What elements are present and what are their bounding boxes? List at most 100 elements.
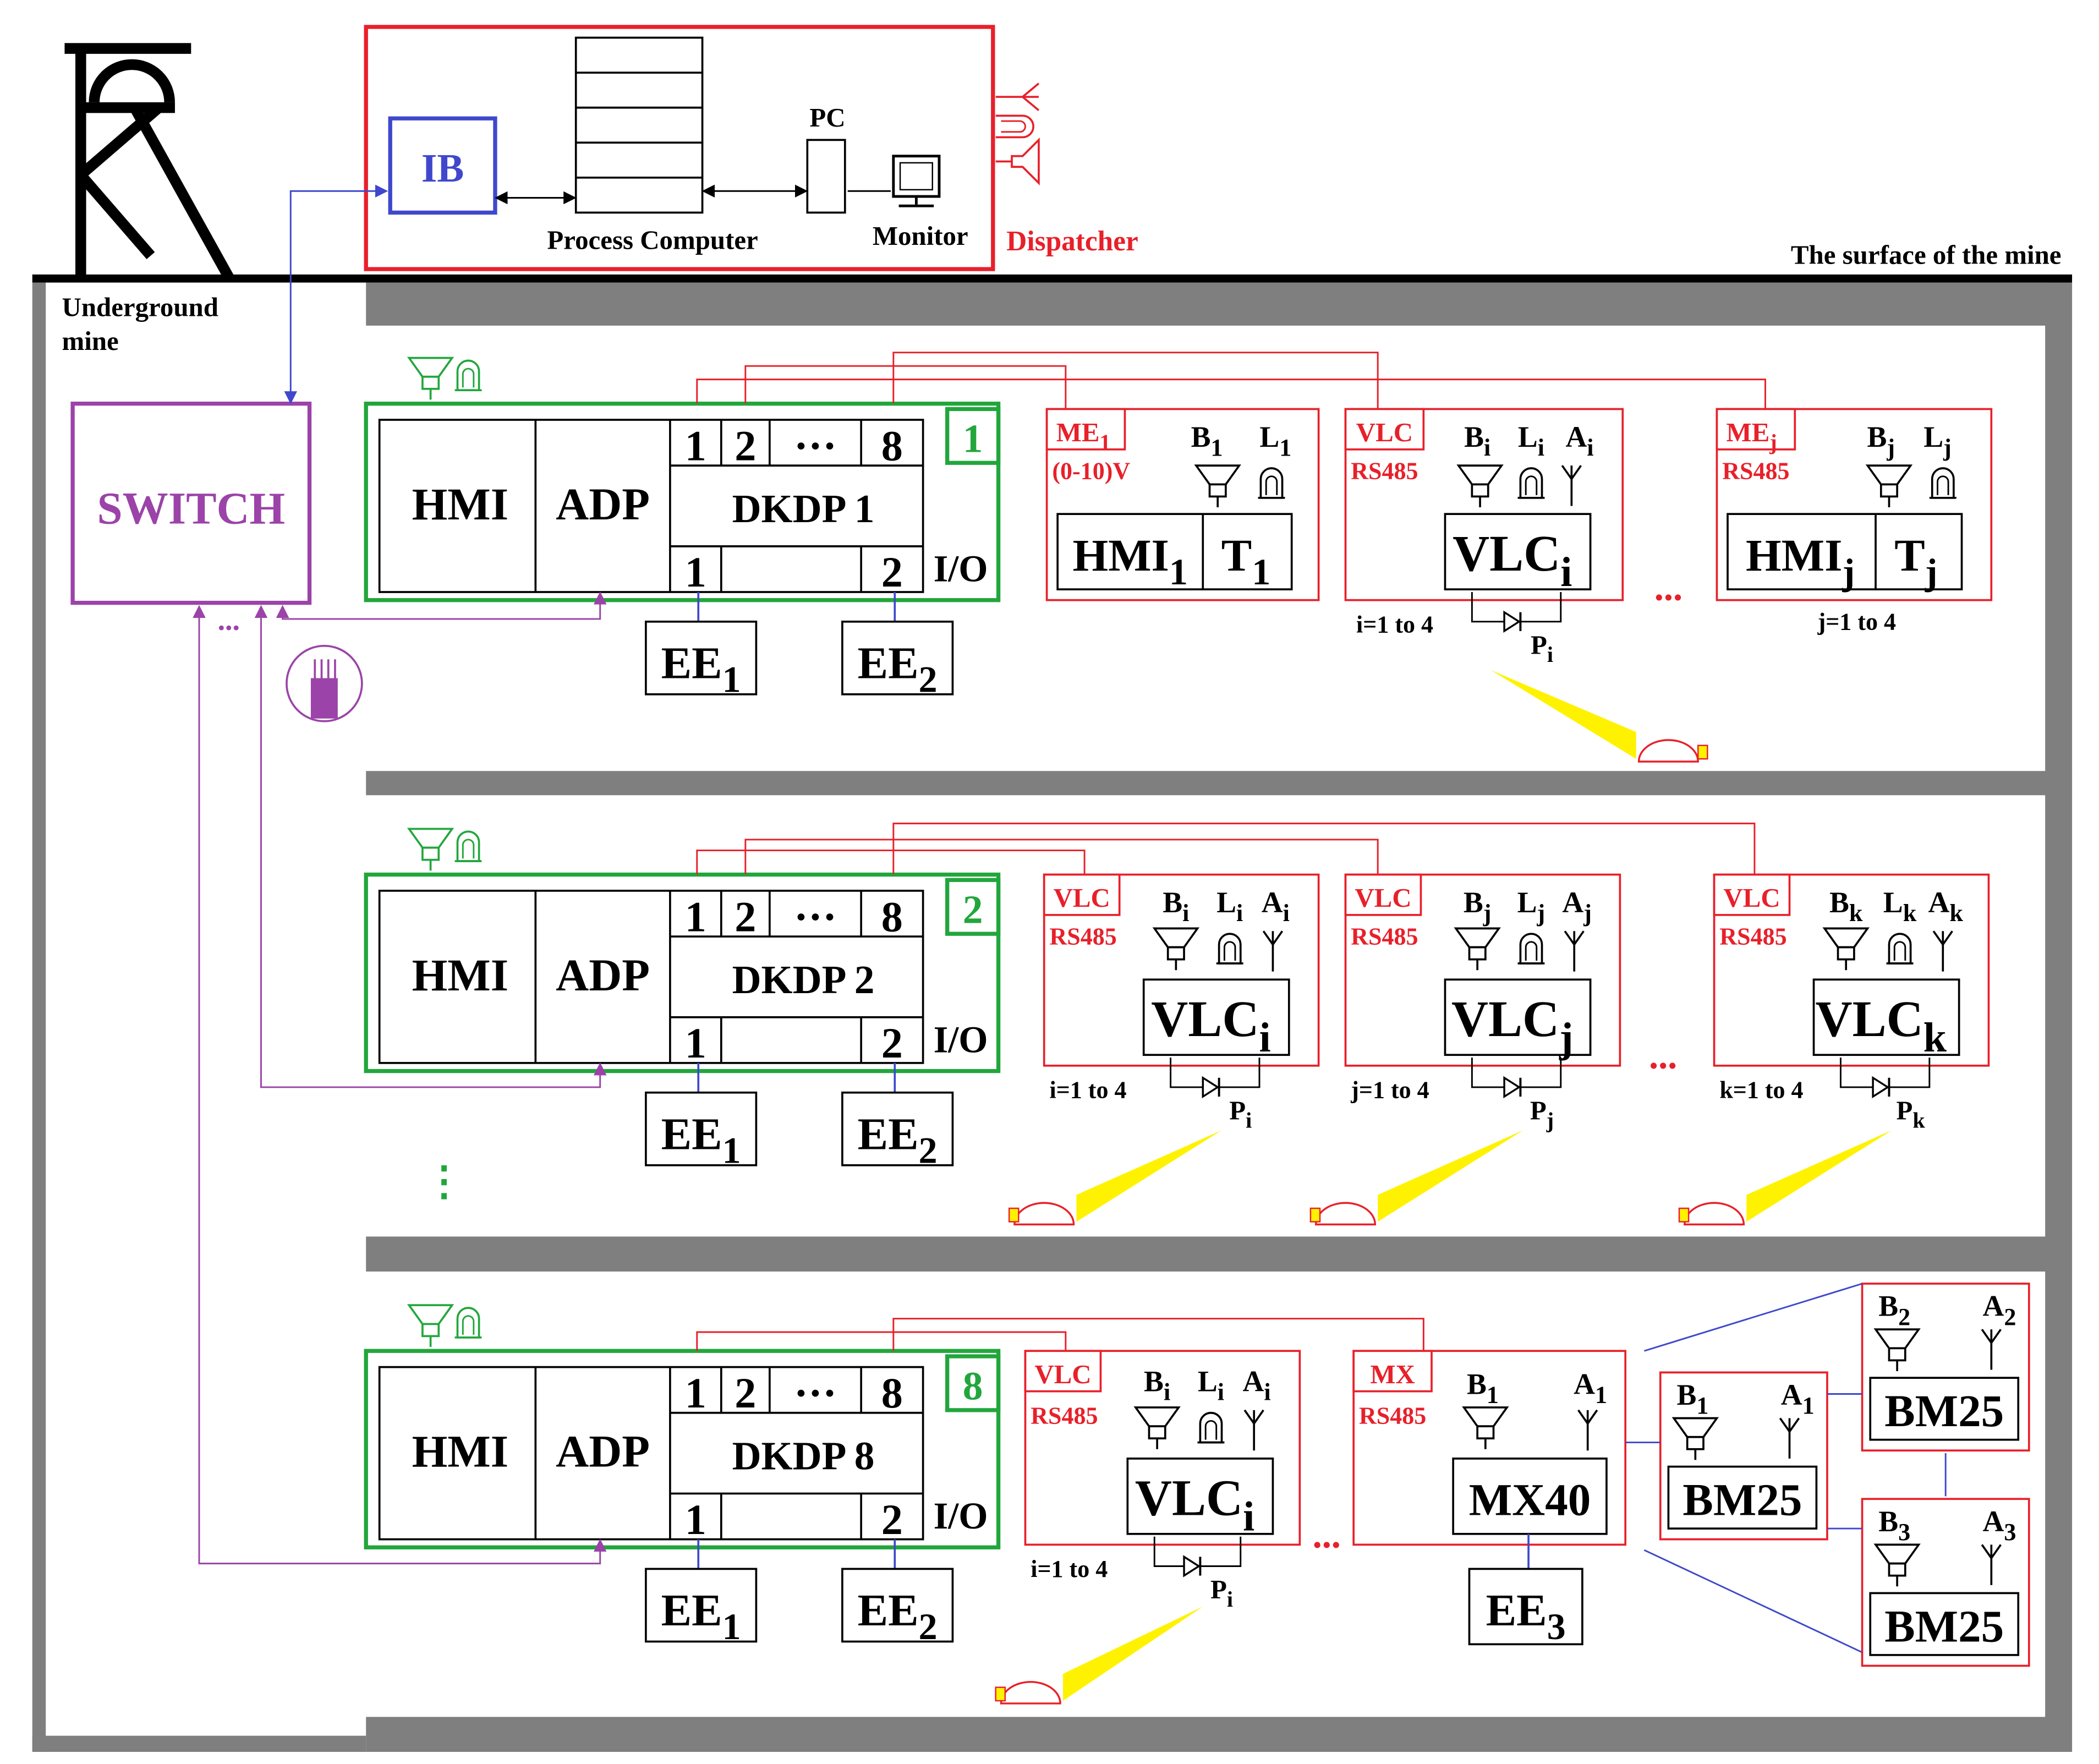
device-range: k=1 to 4 xyxy=(1719,1076,1803,1103)
speaker-icon xyxy=(407,828,454,871)
ee-box xyxy=(645,1091,758,1166)
lamp-inner xyxy=(1223,941,1236,961)
headframe-icon xyxy=(64,43,234,280)
speaker-horn xyxy=(1133,1406,1181,1428)
device-tag: VLC xyxy=(1723,883,1780,913)
a-label: Ai xyxy=(1262,886,1290,927)
antenna-icon xyxy=(1932,930,1953,972)
dkdp-label: DKDP 1 xyxy=(732,486,875,531)
speaker-icon xyxy=(1133,1406,1181,1449)
bm-main-box xyxy=(1869,1377,2020,1441)
device-range: j=1 to 4 xyxy=(1817,608,1896,635)
bus-line xyxy=(744,365,1067,409)
speaker-body xyxy=(1837,946,1855,961)
helmet-shell xyxy=(1684,1202,1745,1226)
level-id-box xyxy=(945,878,1001,936)
bm-frame xyxy=(1659,1371,1828,1541)
lamp-bulb xyxy=(456,359,480,392)
switch-dots: ... xyxy=(218,603,240,636)
antenna-left xyxy=(1779,1417,1791,1433)
antenna-left xyxy=(1577,1409,1589,1425)
bus-line xyxy=(892,1318,1424,1351)
speaker-horn xyxy=(1865,464,1913,486)
a-label: A1 xyxy=(1574,1367,1607,1408)
speaker-body xyxy=(421,1323,440,1338)
port-label: 2 xyxy=(735,421,756,469)
headframe-strut xyxy=(130,105,234,280)
lamp-icon xyxy=(1517,467,1545,499)
level-id: 8 xyxy=(963,1363,983,1408)
bus-line xyxy=(696,850,1086,875)
device-main-label: MX40 xyxy=(1469,1475,1591,1525)
lamp-icon xyxy=(1258,467,1285,499)
l-label: Lj xyxy=(1517,886,1546,927)
antenna-icon xyxy=(1262,930,1284,972)
p-label: Pj xyxy=(1530,1095,1554,1133)
antenna-icon xyxy=(1981,1544,2002,1585)
speaker-icon xyxy=(1456,464,1504,507)
ib-box xyxy=(388,116,497,215)
ee-label: EE1 xyxy=(661,1585,741,1647)
speaker-body xyxy=(1879,483,1898,498)
device-main-box xyxy=(1056,513,1293,590)
hmi-label: HMI xyxy=(412,1426,508,1477)
b-label: B1 xyxy=(1467,1367,1499,1408)
io-port-label: 1 xyxy=(685,1019,706,1067)
right-wall xyxy=(2045,282,2073,1752)
a-label: Ai xyxy=(1243,1365,1271,1406)
ee-label: EE3 xyxy=(1486,1585,1566,1647)
diode-triangle xyxy=(1183,1555,1201,1577)
port-label: 8 xyxy=(881,421,903,469)
io-label: I/O xyxy=(934,547,988,589)
hmi-label: HMI xyxy=(412,479,508,529)
bm-label: BM25 xyxy=(1884,1385,2004,1436)
diode-triangle xyxy=(1872,1076,1890,1099)
lamp-icon xyxy=(454,359,482,392)
tunnel-1-floor xyxy=(366,771,2073,796)
antenna-arm xyxy=(1022,96,1040,111)
port-label: 1 xyxy=(685,892,706,940)
speaker-icon xyxy=(1462,1406,1509,1449)
port-label: 1 xyxy=(685,1369,706,1417)
diode-icon xyxy=(1503,1076,1522,1099)
device-main-label: HMI1 xyxy=(1072,530,1188,593)
speaker-body xyxy=(1166,946,1185,961)
port-label: 8 xyxy=(881,1369,903,1417)
switch-label: SWITCH xyxy=(97,483,285,533)
io-port-label: 2 xyxy=(881,548,903,596)
adp-label: ADP xyxy=(556,1426,650,1477)
antenna-right xyxy=(1990,1329,2002,1344)
ee-label: EE2 xyxy=(858,638,938,700)
device-main-label: VLCj xyxy=(1451,991,1574,1061)
helmet-shell xyxy=(1314,1202,1377,1226)
speaker-icon xyxy=(1873,1543,1921,1587)
b-label: Bk xyxy=(1829,886,1863,927)
left-wall xyxy=(32,282,46,1752)
antenna-left xyxy=(1262,930,1274,945)
device-second-label: T1 xyxy=(1221,530,1271,593)
diode-icon xyxy=(1202,1076,1220,1099)
device-extra: RS485 xyxy=(1050,923,1117,950)
b-label: Bi xyxy=(1464,420,1490,461)
ee-box xyxy=(841,1568,954,1643)
ib-to-switch-link xyxy=(284,184,388,404)
bm-frame xyxy=(1861,1498,2030,1667)
device-extra: RS485 xyxy=(1719,923,1786,950)
tunnel-2-floor xyxy=(366,1236,2073,1272)
speaker-icon xyxy=(1454,927,1501,971)
speaker-horn xyxy=(1456,464,1504,486)
io-port-label: 2 xyxy=(881,1495,903,1543)
ee-label: EE2 xyxy=(858,1585,938,1647)
diode-link xyxy=(1839,1058,1931,1088)
antenna-icon xyxy=(1779,1417,1800,1459)
lamp-inner xyxy=(1204,1420,1218,1440)
device-ellipsis: ... xyxy=(1649,1035,1677,1077)
speaker-horn xyxy=(1152,927,1200,949)
speaker-body xyxy=(421,375,440,390)
p-label: Pi xyxy=(1229,1095,1252,1133)
bus-line xyxy=(696,1331,1067,1351)
device-frame xyxy=(1043,873,1320,1067)
